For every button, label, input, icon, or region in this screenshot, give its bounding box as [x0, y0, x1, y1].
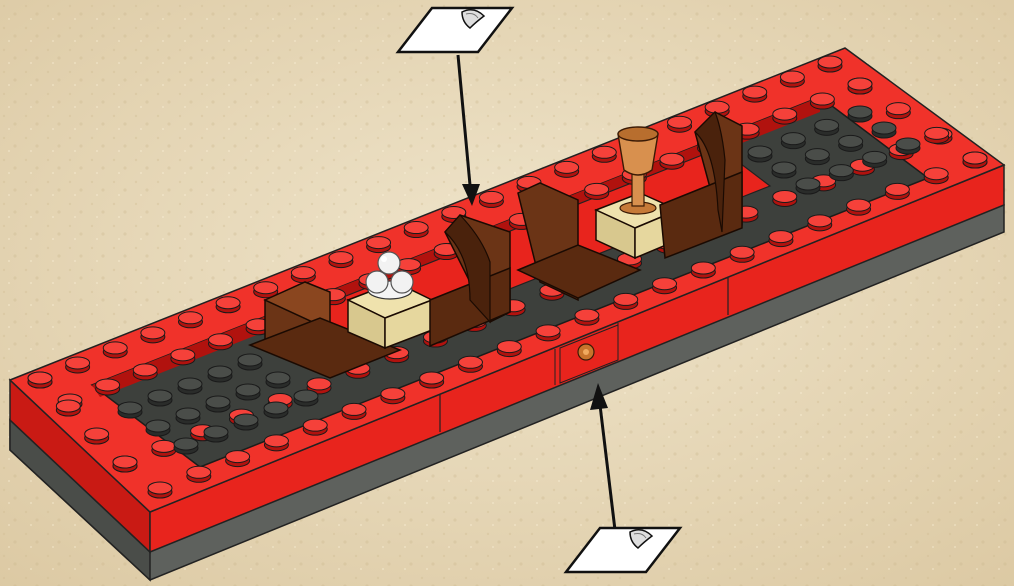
- stud-top: [85, 428, 109, 440]
- stud-top: [342, 403, 366, 415]
- stud-top: [748, 146, 772, 158]
- stud-top: [829, 165, 853, 177]
- stud-top: [329, 252, 353, 264]
- stud-top: [497, 341, 521, 353]
- stud-top: [234, 414, 258, 426]
- stud-top: [404, 222, 428, 234]
- stud-top: [216, 297, 240, 309]
- stud-top: [28, 372, 52, 384]
- stud-top: [653, 278, 677, 290]
- stud-top: [367, 237, 391, 249]
- stud-top: [810, 93, 834, 105]
- stud-top: [66, 357, 90, 369]
- stud-top: [303, 419, 327, 431]
- stud-top: [208, 334, 232, 346]
- stud-top: [148, 482, 172, 494]
- stud-top: [743, 86, 767, 98]
- stud-top: [381, 388, 405, 400]
- stud-top: [208, 366, 232, 378]
- stud-top: [839, 135, 863, 147]
- stud-top: [818, 56, 842, 68]
- stud-top: [585, 183, 609, 195]
- stud-top: [848, 106, 872, 118]
- stud-top: [575, 309, 599, 321]
- stud-top: [148, 390, 172, 402]
- stud-top: [236, 384, 260, 396]
- stud-top: [141, 327, 165, 339]
- stud-top: [536, 325, 560, 337]
- stud-top: [614, 293, 638, 305]
- stud-top: [769, 231, 793, 243]
- stud-top: [805, 149, 829, 161]
- stud-top: [420, 372, 444, 384]
- stud-top: [872, 122, 896, 134]
- stud-top: [815, 119, 839, 131]
- stud-top: [307, 378, 331, 390]
- stud-top: [773, 190, 797, 202]
- stud-top: [780, 71, 804, 83]
- stud-top: [178, 378, 202, 390]
- stud-top: [863, 151, 887, 163]
- stud-top: [660, 153, 684, 165]
- stud-top: [730, 246, 754, 258]
- stud-top: [171, 349, 195, 361]
- stud-top: [146, 420, 170, 432]
- stud-top: [479, 191, 503, 203]
- stud-top: [204, 426, 228, 438]
- stud-top: [113, 456, 137, 468]
- stud-top: [187, 466, 211, 478]
- stud-top: [705, 101, 729, 113]
- stud-top: [924, 168, 948, 180]
- stud-top: [885, 183, 909, 195]
- stud-top: [592, 146, 616, 158]
- stud-top: [118, 402, 142, 414]
- stud-top: [152, 440, 176, 452]
- stud-top: [847, 199, 871, 211]
- stud-top: [925, 127, 949, 139]
- stud-top: [773, 108, 797, 120]
- stud-top: [176, 408, 200, 420]
- stud-top: [294, 390, 318, 402]
- stud-top: [555, 161, 579, 173]
- stud-top: [226, 451, 250, 463]
- stud-top: [103, 342, 127, 354]
- stud-top: [56, 400, 80, 412]
- stud-top: [206, 396, 230, 408]
- stud-top: [458, 356, 482, 368]
- stud-top: [772, 162, 796, 174]
- stud-top: [264, 435, 288, 447]
- stud-top: [691, 262, 715, 274]
- stud-top: [848, 78, 872, 90]
- stud-top: [238, 354, 262, 366]
- stud-top: [254, 282, 278, 294]
- stud-top: [963, 152, 987, 164]
- stud-top: [781, 133, 805, 145]
- stud-top: [96, 379, 120, 391]
- stud-top: [133, 364, 157, 376]
- stud-top: [174, 438, 198, 450]
- stud-top: [291, 267, 315, 279]
- stud-top: [796, 178, 820, 190]
- stud-top: [178, 312, 202, 324]
- stud-top: [886, 103, 910, 115]
- stud-top: [808, 215, 832, 227]
- stud-top: [266, 372, 290, 384]
- stud-top: [264, 402, 288, 414]
- stud-top: [896, 138, 920, 150]
- stud-top: [668, 116, 692, 128]
